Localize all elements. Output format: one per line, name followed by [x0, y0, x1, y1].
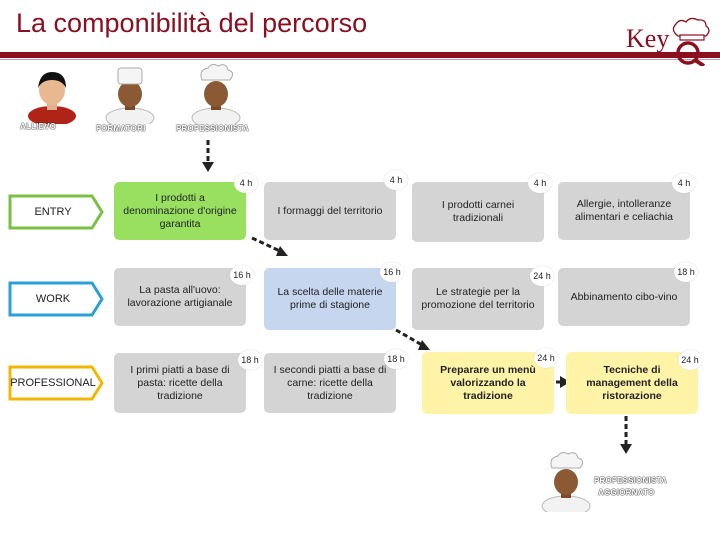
- module-meat-courses: I secondi piatti a base di carne: ricett…: [264, 353, 396, 413]
- path-connector-1: [251, 236, 283, 254]
- brand-logo: Key: [622, 14, 716, 66]
- path-connector-2: [395, 328, 425, 348]
- level-entry-label: ENTRY: [34, 206, 72, 218]
- module-restaurant-management: Tecniche di management della ristorazion…: [566, 352, 698, 414]
- professional-chef-avatar-icon: [191, 64, 241, 124]
- work-level-arrow: [8, 281, 104, 317]
- hours-badge: 18 h: [674, 262, 698, 282]
- hours-badge: 4 h: [672, 173, 696, 193]
- title-divider: [0, 52, 720, 58]
- hours-badge: 24 h: [678, 350, 702, 370]
- hours-badge: 24 h: [534, 348, 558, 368]
- professional-level-arrow: [8, 365, 104, 401]
- entry-level-arrow: [8, 194, 104, 230]
- module-local-cheeses: I formaggi del territorio: [264, 182, 396, 240]
- module-traditional-meats: I prodotti carnei tradizionali: [412, 182, 544, 242]
- module-territory-promotion: Le strategie per la promozione del terri…: [412, 268, 544, 330]
- logo-text: Key: [626, 24, 670, 53]
- updated-chef-avatar-icon: [541, 452, 591, 512]
- hours-badge: 24 h: [530, 266, 554, 286]
- hours-badge: 4 h: [528, 173, 552, 193]
- role-label-trainer: FORMATORI: [96, 124, 146, 133]
- title-divider-thin: [0, 59, 720, 60]
- trainer-avatar-icon: [105, 67, 155, 124]
- page-title: La componibilità del percorso: [16, 8, 368, 38]
- hours-badge: 4 h: [384, 170, 408, 190]
- hours-badge: 18 h: [238, 350, 262, 370]
- role-label-final-1: PROFESSIONISTA: [594, 476, 667, 485]
- chef-hat-magnifier-icon: [672, 17, 710, 66]
- module-first-courses: I primi piatti a base di pasta: ricette …: [114, 353, 246, 413]
- level-work-label: WORK: [35, 293, 71, 305]
- module-seasonal-ingredients: La scelta delle materie prime di stagion…: [264, 268, 396, 330]
- level-professional-label: PROFESSIONAL: [10, 377, 96, 389]
- hours-badge: 4 h: [234, 173, 258, 193]
- hours-badge: 18 h: [384, 349, 408, 369]
- module-food-wine-pairing: Abbinamento cibo-vino: [558, 268, 690, 326]
- student-avatar-icon: [28, 72, 76, 124]
- hours-badge: 16 h: [380, 262, 404, 282]
- module-egg-pasta: La pasta all'uovo: lavorazione artigiana…: [114, 268, 246, 326]
- role-label-student: ALLIEVO: [20, 122, 57, 131]
- module-dop-products: I prodotti a denominazione d'origine gar…: [114, 182, 246, 240]
- module-allergies: Allergie, intolleranze alimentari e celi…: [558, 182, 690, 240]
- role-label-final-2: AGGIORNATO: [598, 488, 655, 497]
- role-label-professional: PROFESSIONISTA: [176, 124, 249, 133]
- module-menu-tradition: Preparare un menù valorizzando la tradiz…: [422, 352, 554, 414]
- hours-badge: 16 h: [230, 265, 254, 285]
